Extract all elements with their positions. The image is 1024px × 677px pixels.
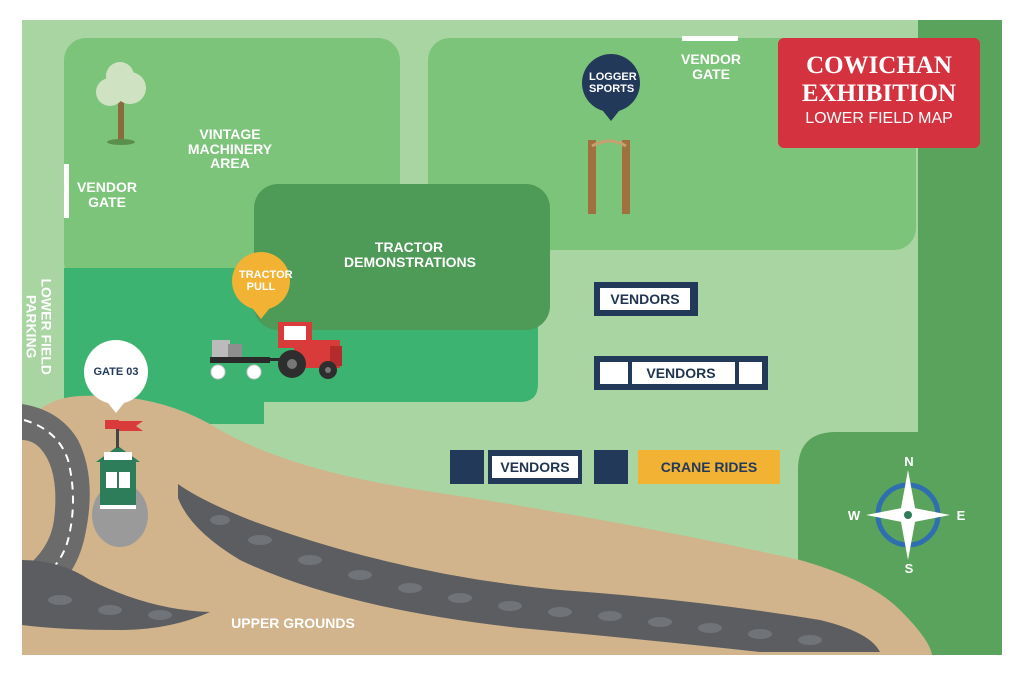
vendor-divider <box>735 362 739 384</box>
gate-03-pin[interactable]: GATE 03 <box>84 340 148 413</box>
vendor-block <box>594 450 628 484</box>
vendor-gate-left-marker <box>64 164 69 218</box>
title-line-2: EXHIBITION <box>801 80 957 107</box>
gate-03-label: GATE 03 <box>93 365 139 378</box>
log-pole-icon <box>588 139 630 214</box>
road <box>22 404 90 610</box>
compass-w: W <box>847 508 861 523</box>
tractor-icon <box>210 322 342 380</box>
vendor-gate-top-label: VENDOR GATE <box>681 51 741 82</box>
upper-grounds-label: UPPER GROUNDS <box>231 615 355 631</box>
tractor-pull-label: TRACTOR PULL <box>239 268 293 293</box>
vintage-machinery-label: VINTAGE MACHINERY AREA <box>187 126 273 172</box>
cobble-texture <box>48 515 822 645</box>
dirt-path <box>22 395 932 655</box>
tractor-demonstrations-area <box>254 184 550 330</box>
compass-n: N <box>904 454 914 469</box>
lower-field-parking-label: LOWER FIELD PARKING <box>24 278 55 375</box>
compass-icon <box>866 470 950 560</box>
tree-icon <box>96 62 146 145</box>
vendor-gate-top-marker <box>682 36 738 41</box>
vendor-divider <box>628 362 632 384</box>
tractor-pull-pin[interactable]: TRACTOR PULL <box>232 252 293 319</box>
gate-booth-icon <box>96 446 140 509</box>
title-card: COWICHAN EXHIBITION LOWER FIELD MAP <box>778 38 980 148</box>
tractor-demonstrations-label: TRACTOR DEMONSTRATIONS <box>344 239 476 270</box>
cobblestone-lot-main <box>178 484 880 652</box>
vendor-block <box>450 450 484 484</box>
vendors-3-label[interactable]: VENDORS <box>492 456 578 478</box>
title-line-3: LOWER FIELD MAP <box>805 110 953 127</box>
crane-rides-label[interactable]: CRANE RIDES <box>638 450 780 484</box>
logger-sports-label: LOGGER SPORTS <box>589 70 637 95</box>
vendor-gate-left-label: VENDOR GATE <box>77 179 137 210</box>
vendors-1-label[interactable]: VENDORS <box>600 288 690 310</box>
title-line-1: COWICHAN <box>806 52 952 79</box>
flag-icon <box>105 420 143 448</box>
compass-s: S <box>904 561 914 576</box>
logger-sports-pin[interactable]: LOGGER SPORTS <box>582 54 640 121</box>
compass-e: E <box>956 508 966 523</box>
vendors-2-label[interactable]: VENDORS <box>600 362 762 384</box>
